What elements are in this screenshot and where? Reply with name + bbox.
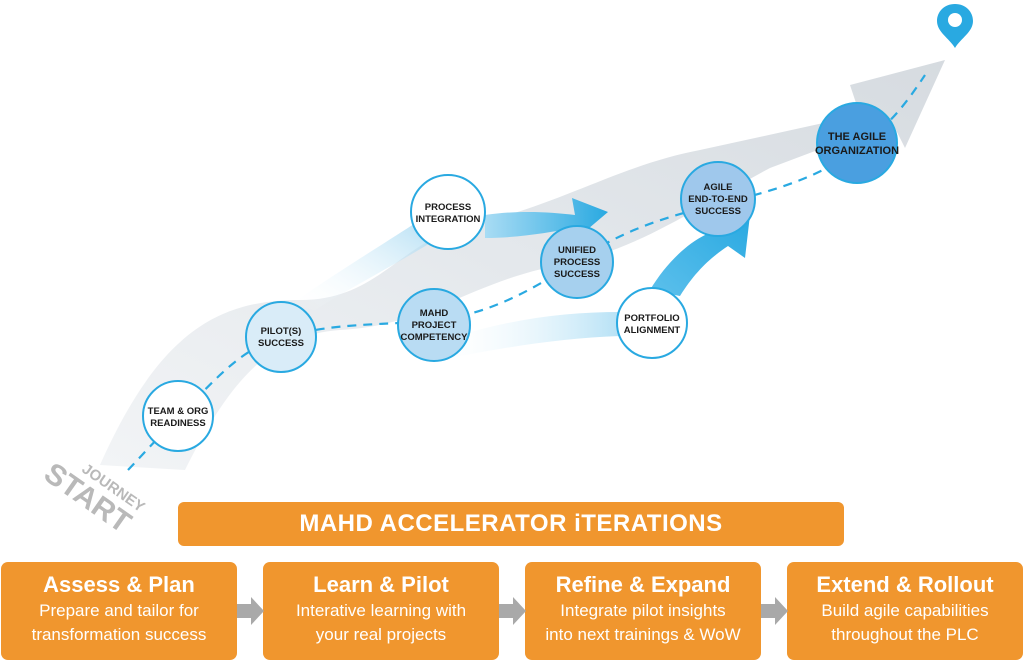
journey-path xyxy=(100,60,945,470)
ribbon-to-portfolio xyxy=(430,312,620,360)
chevron-right-icon xyxy=(499,597,526,625)
ribbon-to-process xyxy=(290,220,435,310)
node-label: SUCCESS xyxy=(695,206,741,217)
node-unified-process-success: UNIFIED PROCESS SUCCESS xyxy=(540,225,614,299)
node-process-integration: PROCESS INTEGRATION xyxy=(410,174,486,250)
node-label: AGILE xyxy=(703,182,732,193)
node-agile-end-to-end-success: AGILE END-TO-END SUCCESS xyxy=(680,161,756,237)
node-label: THE AGILE xyxy=(828,131,886,143)
node-label: READINESS xyxy=(150,418,205,429)
node-pilots-success: PILOT(S) SUCCESS xyxy=(245,301,317,373)
node-label: UNIFIED xyxy=(558,245,596,256)
stage-desc-line2: into next trainings & WoW xyxy=(545,625,741,644)
location-pin-icon xyxy=(937,4,973,48)
chevron-right-icon xyxy=(237,597,264,625)
stage-desc-line1: Integrate pilot insights xyxy=(560,601,726,620)
stage-desc-line1: Prepare and tailor for xyxy=(39,601,199,620)
node-label: ORGANIZATION xyxy=(815,145,899,157)
node-the-agile-organization: THE AGILE ORGANIZATION xyxy=(815,102,899,184)
node-label: END-TO-END xyxy=(688,194,748,205)
node-label: SUCCESS xyxy=(554,269,600,280)
stage-learn-pilot: Learn & Pilot Interative learning with y… xyxy=(263,562,499,660)
node-label: COMPETENCY xyxy=(400,332,468,343)
stage-desc-line1: Build agile capabilities xyxy=(821,601,989,620)
stage-title: Assess & Plan xyxy=(43,572,195,597)
node-label: PROJECT xyxy=(412,320,457,331)
chevron-right-icon xyxy=(761,597,788,625)
node-portfolio-alignment: PORTFOLIO ALIGNMENT xyxy=(616,287,688,359)
node-label: PILOT(S) xyxy=(261,326,302,337)
node-label: ALIGNMENT xyxy=(624,325,681,336)
banner-title: MAHD ACCELERATOR iTERATIONS xyxy=(299,510,723,537)
node-label: PROCESS xyxy=(425,202,471,213)
node-team-org-readiness: TEAM & ORG READINESS xyxy=(142,380,214,452)
stage-title: Refine & Expand xyxy=(555,572,731,597)
node-mahd-project-competency: MAHD PROJECT COMPETENCY xyxy=(397,288,471,362)
node-label: TEAM & ORG xyxy=(148,406,209,417)
stage-extend-rollout: Extend & Rollout Build agile capabilitie… xyxy=(787,562,1023,660)
stage-desc-line2: throughout the PLC xyxy=(831,625,979,644)
node-label: SUCCESS xyxy=(258,338,304,349)
stage-desc-line2: transformation success xyxy=(31,625,207,644)
accelerator-iterations-banner: MAHD ACCELERATOR iTERATIONS xyxy=(178,502,844,546)
stage-desc-line1: Interative learning with xyxy=(295,601,467,620)
node-label: MAHD xyxy=(420,308,449,319)
node-label: INTEGRATION xyxy=(416,214,481,225)
stage-desc-line2: your real projects xyxy=(315,625,447,644)
stage-title: Learn & Pilot xyxy=(313,572,449,597)
node-label: PROCESS xyxy=(554,257,600,268)
stage-assess-plan: Assess & Plan Prepare and tailor for tra… xyxy=(1,562,237,660)
stage-refine-expand: Refine & Expand Integrate pilot insights… xyxy=(525,562,761,660)
stage-title: Extend & Rollout xyxy=(816,572,994,597)
node-label: PORTFOLIO xyxy=(624,313,679,324)
